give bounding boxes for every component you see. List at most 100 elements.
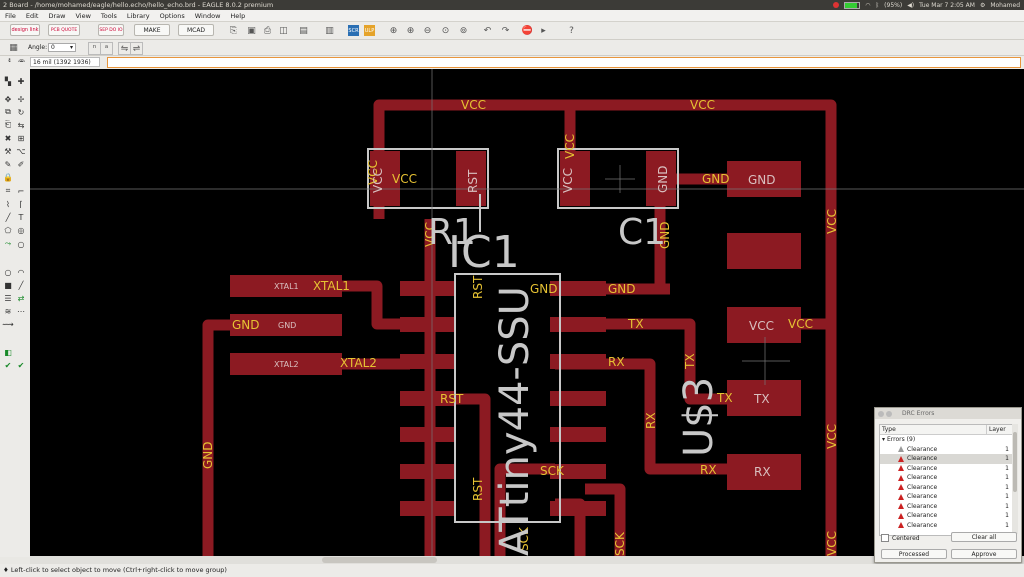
wire-icon[interactable]: ╱	[5, 212, 11, 222]
move-icon[interactable]: ✥	[4, 94, 12, 104]
go-icon[interactable]: ▸	[541, 25, 546, 36]
name-icon[interactable]: ✎	[4, 159, 12, 169]
text-icon[interactable]: T	[18, 212, 24, 222]
drc-scroll-thumb[interactable]	[1013, 432, 1017, 492]
mirror-tool-icon[interactable]: ⇆	[17, 120, 25, 130]
board-canvas[interactable]: VCC VCC VCC GND XTAL1 GND XTAL2 GND GND …	[30, 69, 1024, 556]
menu-library[interactable]: Library	[126, 11, 150, 20]
checkbox-box[interactable]	[881, 534, 889, 542]
mcad-button[interactable]: MCAD	[178, 24, 214, 36]
mark-icon[interactable]: ✚	[17, 76, 25, 86]
design-block-icon[interactable]: ⋯	[17, 306, 25, 316]
layers-icon[interactable]: ▚	[4, 76, 12, 86]
ulp-run-icon[interactable]: ULP	[364, 25, 375, 36]
text-align-icon[interactable]: ᵃ	[100, 42, 113, 55]
smash-icon[interactable]: ⌗	[5, 186, 11, 195]
autorouter-icon[interactable]: ⇄	[17, 293, 25, 303]
centered-checkbox[interactable]: Centered	[881, 534, 920, 542]
board-icon[interactable]: ▤	[299, 25, 308, 36]
redraw-icon[interactable]: ⊚	[459, 25, 468, 36]
redo-icon[interactable]: ↷	[501, 25, 510, 36]
pcb-quote-button[interactable]: PCB QUOTE	[48, 24, 80, 36]
clear-all-button[interactable]: Clear all	[951, 532, 1017, 542]
cam-icon[interactable]: ◫	[279, 25, 288, 36]
clock[interactable]: Tue Mar 7 2:05 AM	[919, 1, 975, 9]
zoom-out-icon[interactable]: ⊖	[423, 25, 432, 36]
menu-tools[interactable]: Tools	[100, 11, 117, 20]
menu-edit[interactable]: Edit	[25, 11, 39, 20]
menu-file[interactable]: File	[5, 11, 16, 20]
add-icon[interactable]: ⊞	[17, 133, 25, 143]
command-input[interactable]	[107, 57, 1021, 68]
close-icon[interactable]	[878, 410, 884, 417]
miter-icon[interactable]: ⌐	[17, 186, 25, 196]
grid-icon[interactable]: ▦	[9, 42, 18, 53]
gear-icon[interactable]: ⚙	[979, 1, 986, 9]
approve-button[interactable]: Approve	[951, 549, 1017, 559]
zoom-in-icon[interactable]: ⊕	[406, 25, 415, 36]
drc-group-row[interactable]: ▾ Errors (9)	[880, 435, 1012, 445]
angle-select[interactable]: 0▾	[48, 43, 76, 52]
col-type[interactable]: Type	[880, 425, 987, 434]
drc-icon[interactable]: ✔	[17, 360, 25, 370]
wifi-icon[interactable]: ◠	[865, 1, 871, 9]
stop-icon[interactable]: ⛔	[521, 25, 534, 36]
attribute-icon[interactable]: ☰	[4, 293, 12, 303]
erc-icon[interactable]: ✔	[4, 360, 12, 370]
drc-list-scrollbar[interactable]	[1012, 424, 1018, 534]
battery-icon[interactable]	[844, 1, 861, 9]
hole-icon[interactable]: ○	[17, 239, 25, 249]
record-icon[interactable]	[833, 2, 840, 8]
menu-view[interactable]: View	[75, 11, 91, 20]
zoom-select-icon[interactable]: ⊙	[441, 25, 450, 36]
expand-icon[interactable]: ▾	[882, 436, 886, 444]
ripup-icon[interactable]: ⌈	[19, 199, 23, 209]
polygon-icon[interactable]: ⬠	[4, 225, 12, 235]
processed-button[interactable]: Processed	[881, 549, 947, 559]
sep-button[interactable]: SEP DO IO	[98, 24, 124, 36]
script-icon[interactable]: SCR	[348, 25, 359, 36]
rotate-icon[interactable]: ↻	[17, 107, 25, 117]
open-icon[interactable]: ⎘	[229, 25, 238, 36]
col-layer[interactable]: Layer	[989, 426, 1006, 433]
value-icon[interactable]: ✐	[17, 159, 25, 169]
pcb-drawing[interactable]: VCC VCC VCC GND XTAL1 GND XTAL2 GND GND …	[30, 69, 1024, 556]
paste-icon[interactable]: ⎗	[4, 120, 12, 129]
copy-icon[interactable]: ⧉	[5, 107, 11, 116]
design-link-button[interactable]: design link	[10, 24, 40, 36]
meander-icon[interactable]: ⟿	[2, 319, 14, 329]
ulp-icon[interactable]: ▥	[325, 25, 334, 36]
make-button[interactable]: MAKE	[134, 24, 170, 36]
arc-icon[interactable]: ◠	[17, 267, 25, 277]
user-name[interactable]: Mohamed	[990, 1, 1020, 9]
undo-icon[interactable]: ↶	[483, 25, 492, 36]
delete-icon[interactable]: ✖	[4, 133, 12, 143]
spin-icon[interactable]: ⇌	[130, 42, 143, 55]
zoom-fit-icon[interactable]: ⊕	[389, 25, 398, 36]
bluetooth-icon[interactable]: ᛒ	[875, 1, 880, 9]
ratsnest-icon[interactable]: ◧	[4, 347, 12, 357]
dimension-icon[interactable]: ╱	[18, 280, 24, 290]
change-icon[interactable]: ⚒	[4, 146, 12, 156]
menu-window[interactable]: Window	[194, 11, 221, 20]
move-group-icon[interactable]: ✢	[17, 94, 25, 104]
route-icon[interactable]: ⌇	[6, 199, 10, 209]
maximize-icon[interactable]	[886, 410, 892, 417]
lock-icon[interactable]: 🔒	[3, 172, 13, 182]
volume-icon[interactable]: ◀)	[907, 1, 915, 9]
circle-icon[interactable]: ○	[4, 267, 12, 277]
scroll-thumb[interactable]	[322, 557, 437, 563]
menu-draw[interactable]: Draw	[48, 11, 66, 20]
split-icon[interactable]: ⌥	[16, 146, 26, 156]
horizontal-scrollbar[interactable]	[30, 556, 1024, 564]
help-icon[interactable]: ?	[569, 25, 574, 36]
